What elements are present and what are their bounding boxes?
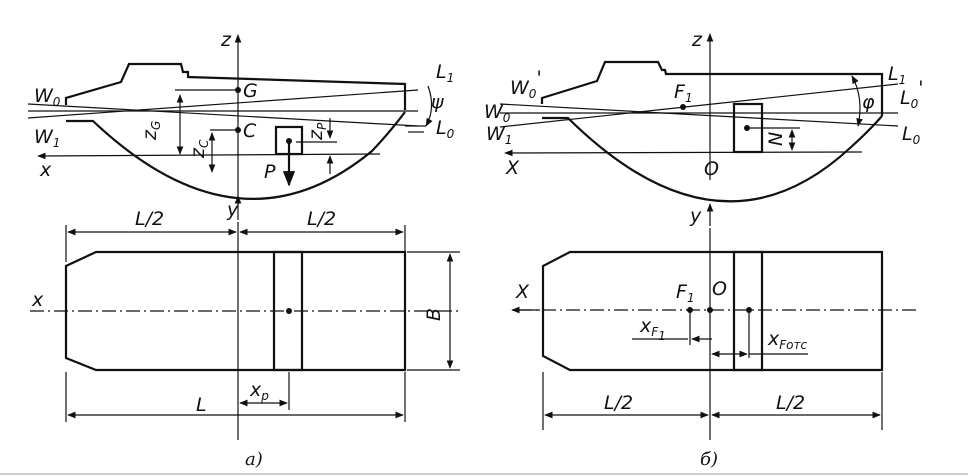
label-zc: zC: [187, 139, 211, 159]
label-f1-plan: F1: [676, 281, 695, 305]
label-y-a: y: [226, 199, 239, 221]
label-half-left-b: L/2: [604, 392, 633, 414]
label-z-a: z: [220, 29, 232, 51]
label-l1-b: L1: [888, 63, 906, 87]
x-axis-a: [37, 152, 381, 160]
label-n: N: [765, 132, 787, 146]
svg-text:B: B: [423, 308, 445, 321]
caption-a: а): [245, 449, 263, 470]
label-l0-b: L0: [902, 123, 921, 147]
label-l0-a: L0: [436, 117, 455, 141]
waterline-w1l1-a: [27, 89, 419, 119]
svg-text:zG: zG: [139, 121, 163, 141]
diagram-a-plan-view: y x L/2 L/2 L xp B а): [30, 195, 460, 470]
waterline-aux-a: [27, 103, 419, 127]
label-c: C: [243, 120, 257, 142]
label-o-side: O: [704, 158, 719, 180]
label-half-right-b: L/2: [776, 392, 805, 414]
hull-b-bottom: [542, 115, 883, 203]
label-x-b: X: [505, 157, 520, 179]
diagram-a-side-view: z x G C P zG zC zP W0 W1 L1 L0 ψ: [27, 29, 455, 205]
svg-text:zC: zC: [187, 139, 211, 159]
label-zg: zG: [139, 121, 163, 141]
label-l1-a: L1: [436, 61, 454, 85]
label-phi: φ: [862, 91, 875, 113]
label-half-right-a: L/2: [307, 208, 336, 230]
phi-arc: [851, 75, 863, 127]
diagram-b-plan-view: y X F1 O xF1 xFотс L/2 L/2 б): [511, 203, 920, 470]
label-length-a: L: [196, 394, 207, 416]
point-p-plan: [286, 308, 292, 314]
label-x-plan-a: x: [31, 289, 44, 311]
psi-arc: [425, 85, 433, 127]
label-l0p-b: L0': [900, 77, 923, 111]
point-c: [235, 127, 241, 133]
point-o-plan: [707, 307, 713, 313]
hull-b-deck-outline: [540, 60, 884, 116]
label-x-a: x: [39, 159, 52, 181]
cargo-strip-b: [732, 250, 764, 372]
label-z-b: z: [691, 29, 703, 51]
label-w1-a: W1: [34, 126, 60, 150]
cargo-strip-a: [272, 250, 304, 372]
label-b: B: [423, 308, 445, 321]
diagram-b-side-view: z X O F1 N W0' W0 W1 L1 L0' L0 φ: [484, 29, 923, 203]
label-g: G: [243, 80, 258, 102]
label-f1-side: F1: [674, 81, 693, 105]
label-x-plan-b: X: [515, 281, 530, 303]
point-f1-plan: [687, 307, 693, 313]
label-w0p-b: W0': [510, 67, 542, 101]
label-zp: zP: [305, 122, 329, 141]
label-psi: ψ: [431, 91, 444, 113]
hull-b-plan-outline: [541, 250, 884, 372]
label-w0-b: W0: [484, 101, 511, 125]
label-xf1: xF1: [639, 315, 666, 343]
svg-text:N: N: [765, 132, 787, 146]
waterline-w0p-b: [499, 103, 899, 127]
x-axis-b: [504, 149, 863, 157]
point-f1-side: [680, 104, 686, 110]
label-p: P: [264, 161, 276, 183]
label-o-plan: O: [712, 278, 727, 300]
label-xp: xp: [249, 379, 269, 403]
point-g: [235, 87, 241, 93]
caption-b: б): [700, 449, 718, 470]
waterline-w1l1-b: [499, 83, 899, 128]
svg-text:zP: zP: [305, 122, 329, 141]
hull-a-bottom: [66, 111, 406, 200]
label-w1-b: W1: [486, 123, 512, 147]
label-w0-a: W0: [34, 85, 61, 109]
hull-a-deck-outline: [64, 62, 407, 110]
label-half-left-a: L/2: [135, 208, 164, 230]
label-xfotc: xFотс: [767, 328, 807, 352]
point-fotc: [746, 307, 752, 313]
label-y-b: y: [689, 205, 702, 227]
